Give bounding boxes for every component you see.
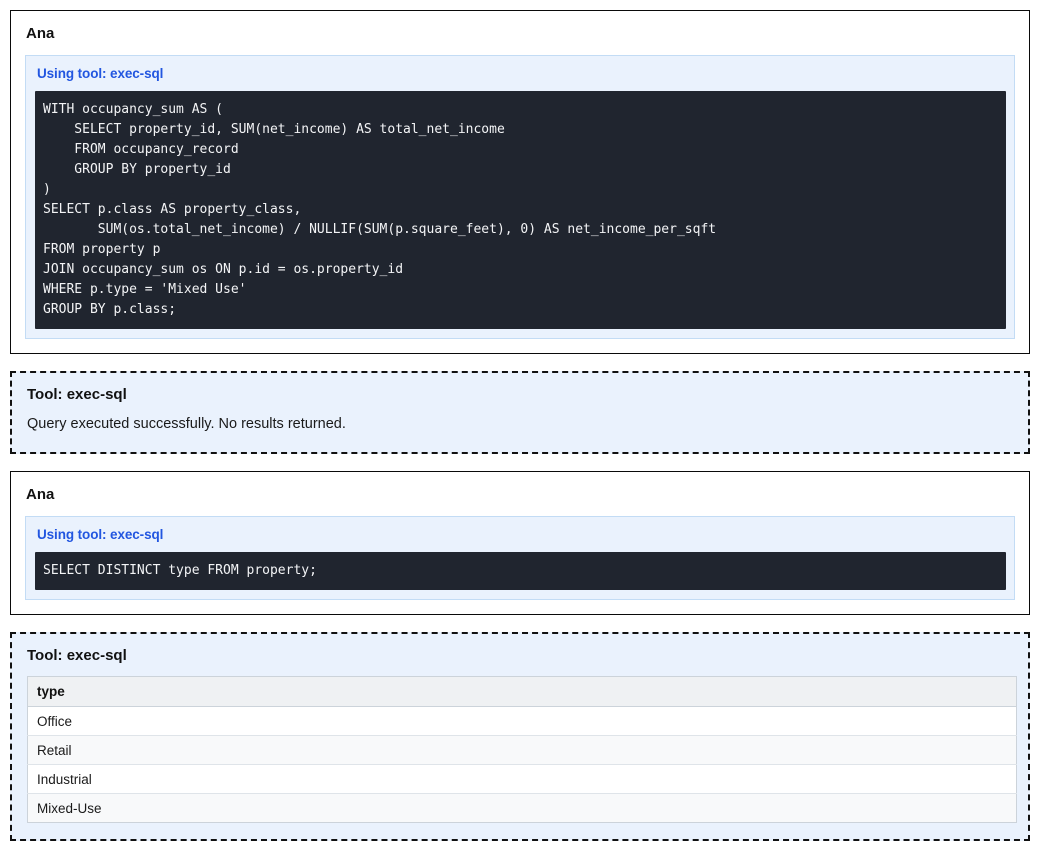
message-speaker-name: Ana xyxy=(26,25,55,42)
table-row: Mixed-Use xyxy=(27,793,1017,823)
message-speaker-name: Ana xyxy=(26,486,55,503)
table-row: Industrial xyxy=(27,764,1017,794)
tool-result-title: Tool: exec-sql xyxy=(27,647,127,664)
tool-result-card: Tool: exec-sql Query executed successful… xyxy=(10,371,1030,454)
table-cell: Mixed-Use xyxy=(27,793,1017,823)
table-row: Office xyxy=(27,706,1017,736)
tool-use-label: Using tool: exec-sql xyxy=(37,66,164,81)
sql-code-block: SELECT DISTINCT type FROM property; xyxy=(35,552,1006,590)
tool-result-title: Tool: exec-sql xyxy=(27,386,127,403)
tool-use-label: Using tool: exec-sql xyxy=(37,527,164,542)
assistant-message-card: Ana Using tool: exec-sql SELECT DISTINCT… xyxy=(10,471,1030,615)
assistant-message-card: Ana Using tool: exec-sql WITH occupancy_… xyxy=(10,10,1030,354)
table-header-row: type xyxy=(27,676,1017,707)
tool-use-panel: Using tool: exec-sql WITH occupancy_sum … xyxy=(25,55,1015,339)
tool-use-panel: Using tool: exec-sql SELECT DISTINCT typ… xyxy=(25,516,1015,600)
table-cell: Retail xyxy=(27,735,1017,765)
table-head: type xyxy=(27,676,1017,707)
table-cell: Industrial xyxy=(27,764,1017,794)
table-row: Retail xyxy=(27,735,1017,765)
tool-result-text: Query executed successfully. No results … xyxy=(27,416,346,432)
sql-code-block: WITH occupancy_sum AS ( SELECT property_… xyxy=(35,91,1006,329)
table-cell: Office xyxy=(27,706,1017,736)
table-column-header: type xyxy=(27,676,1017,707)
